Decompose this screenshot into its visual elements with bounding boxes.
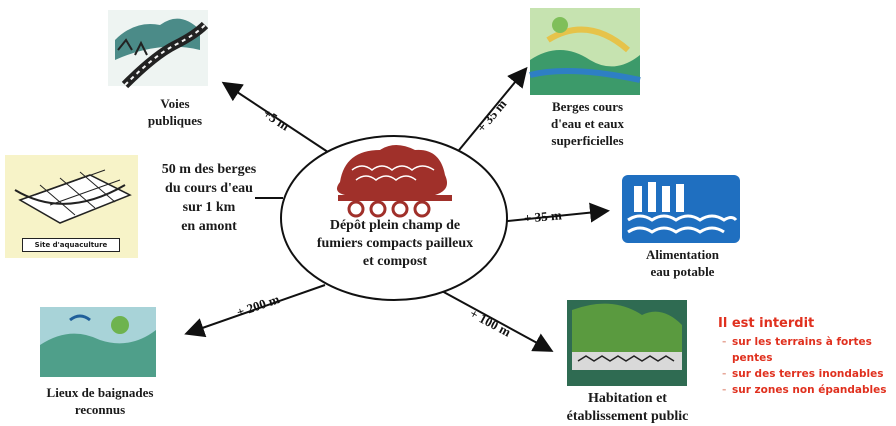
manure-pile-icon (336, 145, 452, 218)
label-berges: Berges cours d'eau et eaux superficielle… (525, 98, 650, 149)
label-alimentation: Alimentation eau potable (620, 246, 745, 280)
building-icon (567, 300, 687, 386)
label-line: sur 1 km (182, 200, 236, 215)
label-line: eau potable (650, 264, 715, 279)
interdit-panel: Il est interdit sur les terrains à forte… (718, 316, 896, 398)
center-label-line: et compost (362, 254, 428, 269)
label-line: Berges cours (551, 99, 624, 114)
road-icon (108, 10, 209, 89)
label-line: 50 m des berges (161, 162, 257, 177)
label-line: établissement public (566, 409, 689, 424)
interdit-item: sur zones non épandables (722, 382, 896, 398)
label-line: superficielles (551, 133, 624, 148)
center-ellipse (280, 135, 508, 301)
interdit-list: sur les terrains à fortes pentes sur des… (718, 334, 896, 398)
interdit-item: sur des terres inondables (722, 366, 896, 382)
arrow-habitation (439, 289, 554, 352)
water-supply-icon (622, 175, 740, 243)
label-voies: Voies publiques (130, 95, 220, 129)
label-line: publiques (147, 113, 203, 128)
aquaculture-tag: Site d'aquaculture (22, 238, 120, 252)
interdit-title: Il est interdit (718, 316, 815, 331)
label-line: d'eau et eaux (551, 116, 624, 131)
bathing-icon (40, 307, 156, 377)
label-amont: 50 m des berges du cours d'eau sur 1 km … (140, 160, 278, 236)
label-habitation: Habitation et établissement public (545, 390, 710, 426)
riverbank-icon (529, 8, 641, 95)
arrow-baignade (184, 284, 326, 338)
center-label: Dépôt plein champ de fumiers compacts pa… (295, 217, 495, 271)
label-line: reconnus (74, 402, 126, 417)
label-baignade: Lieux de baignades reconnus (25, 384, 175, 418)
arrow-alimentation (497, 202, 610, 223)
arrow-voies (221, 81, 341, 161)
arrow-berges (454, 66, 528, 156)
distance-alimentation: + 35 m (523, 207, 563, 226)
label-line: en amont (181, 219, 237, 234)
center-label-line: Dépôt plein champ de (329, 218, 461, 233)
label-line: du cours d'eau (165, 181, 253, 196)
label-line: Voies (160, 96, 190, 111)
label-line: Alimentation (646, 247, 719, 262)
label-line: Lieux de baignades (46, 385, 154, 400)
label-line: Habitation et (588, 391, 667, 406)
center-label-line: fumiers compacts pailleux (316, 236, 474, 251)
interdit-item: sur les terrains à fortes pentes (722, 334, 896, 366)
